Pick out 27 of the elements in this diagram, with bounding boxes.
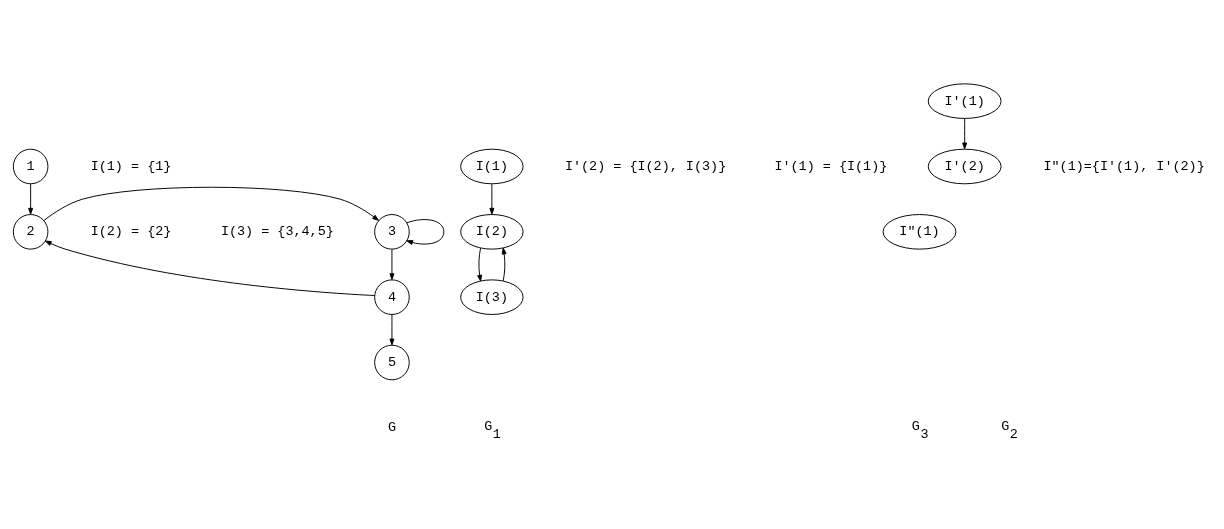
node-circle: 5 bbox=[374, 344, 410, 381]
node-ellipse: I(2) bbox=[460, 214, 524, 250]
arrow bbox=[28, 183, 34, 215]
arrow bbox=[44, 240, 376, 296]
arrow bbox=[43, 186, 379, 221]
node-circle: 1 bbox=[12, 148, 49, 185]
node-ellipse: I(1) bbox=[460, 148, 524, 185]
node-ellipse: I(3) bbox=[460, 279, 524, 315]
arrow bbox=[406, 219, 445, 245]
label: I(1) = {1} bbox=[90, 159, 172, 175]
label: G bbox=[387, 420, 396, 436]
node-ellipse: I'(1) bbox=[927, 83, 1002, 119]
node-circle: 4 bbox=[374, 279, 410, 315]
node-circle: 2 bbox=[12, 214, 49, 250]
arrow bbox=[962, 118, 968, 150]
arrow bbox=[389, 248, 395, 280]
label: I(3) = {3,4,5} bbox=[220, 224, 334, 240]
node-ellipse: I'(2) bbox=[927, 148, 1002, 185]
label: I'(2) = {I(2), I(3)} bbox=[564, 159, 727, 175]
arrow bbox=[501, 247, 507, 282]
arrow bbox=[389, 314, 395, 346]
arrow bbox=[489, 183, 495, 215]
node-ellipse: I"(1) bbox=[882, 214, 957, 250]
arrow bbox=[477, 247, 483, 282]
label: I(2) = {2} bbox=[90, 224, 172, 240]
label: I'(1) = {I(1)} bbox=[774, 159, 888, 175]
label: I"(1)={I'(1), I'(2)} bbox=[1043, 159, 1205, 175]
